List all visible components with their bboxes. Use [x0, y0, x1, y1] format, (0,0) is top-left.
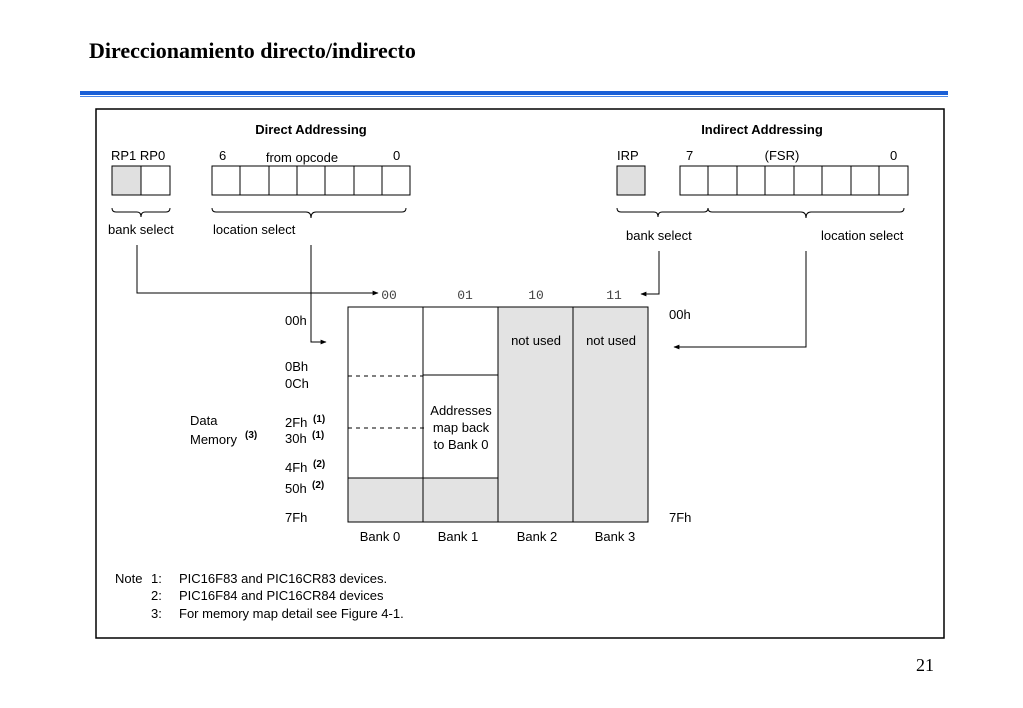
- title-rule-thin: [80, 96, 948, 97]
- note-3-num: 3:: [151, 606, 162, 621]
- indirect-bank-brace: [616, 207, 709, 218]
- addr-7Fh: 7Fh: [285, 510, 307, 525]
- addr-0Bh: 0Bh: [285, 359, 308, 374]
- bank-name-2: Bank 2: [517, 529, 557, 544]
- note-3-text: For memory map detail see Figure 4-1.: [179, 606, 404, 621]
- indirect-bit-high: 7: [686, 148, 693, 163]
- bank2-not-used: not used: [511, 333, 561, 348]
- bank-code-10: 10: [528, 288, 544, 303]
- bank-name-3: Bank 3: [595, 529, 635, 544]
- note-mark-4Fh: (2): [313, 459, 325, 470]
- addr-30h: 30h: [285, 431, 307, 446]
- indirect-bank-arrow: [640, 251, 660, 297]
- indirect-location-brace: [707, 207, 905, 219]
- title-rule: [80, 91, 948, 95]
- bank-code-00: 00: [381, 288, 397, 303]
- note-mark-data-memory: (3): [245, 430, 257, 441]
- addr-50h: 50h: [285, 481, 307, 496]
- indirect-location-arrow: [673, 251, 807, 350]
- location-select-brace: [211, 207, 407, 219]
- direct-location-arrow: [310, 245, 327, 345]
- fsr-register: [679, 165, 909, 196]
- map-back-line-1: Addresses: [430, 403, 492, 418]
- map-back-line-3: to Bank 0: [434, 437, 489, 452]
- indirect-bank-select: bank select: [626, 228, 692, 243]
- direct-bank-select: bank select: [108, 222, 174, 237]
- note-prefix: Note: [115, 571, 142, 586]
- direct-bank-arrow: [136, 245, 379, 296]
- addr-0Ch: 0Ch: [285, 376, 309, 391]
- slide-number: 21: [916, 655, 934, 675]
- figure-frame: [95, 108, 945, 639]
- indirect-heading: Indirect Addressing: [701, 122, 823, 137]
- note-mark-30h: (1): [312, 430, 324, 441]
- addr-right-7Fh: 7Fh: [669, 510, 691, 525]
- bank-code-01: 01: [457, 288, 473, 303]
- memory-map: [347, 306, 649, 523]
- bank-name-0: Bank 0: [360, 529, 400, 544]
- data-memory-line-2: Memory: [190, 432, 237, 447]
- map-back-label-bg: [425, 402, 496, 454]
- note-1-text: PIC16F83 and PIC16CR83 devices.: [179, 571, 387, 586]
- direct-bit-low: 0: [393, 148, 400, 163]
- note-1-num: 1:: [151, 571, 162, 586]
- direct-bit-high: 6: [219, 148, 226, 163]
- bank3-not-used: not used: [586, 333, 636, 348]
- slide-title: Direccionamiento directo/indirecto: [89, 38, 416, 63]
- opcode-register: [211, 165, 411, 196]
- direct-location-select: location select: [213, 222, 296, 237]
- addr-00h: 00h: [285, 313, 307, 328]
- bank-code-11: 11: [606, 288, 622, 303]
- bank-select-brace: [111, 207, 171, 218]
- addr-right-00h: 00h: [669, 307, 691, 322]
- direct-heading: Direct Addressing: [255, 122, 367, 137]
- note-mark-50h: (2): [312, 480, 324, 491]
- irp-register: [616, 165, 646, 196]
- addr-4Fh: 4Fh: [285, 460, 307, 475]
- note-2-num: 2:: [151, 588, 162, 603]
- rp-register: [111, 165, 171, 196]
- irp-label: IRP: [617, 148, 639, 163]
- addr-2Fh: 2Fh: [285, 415, 307, 430]
- rp-label: RP1 RP0: [111, 148, 165, 163]
- map-back-line-2: map back: [433, 420, 490, 435]
- bank-name-1: Bank 1: [438, 529, 478, 544]
- fsr-label: (FSR): [765, 148, 800, 163]
- indirect-bit-low: 0: [890, 148, 897, 163]
- indirect-location-select: location select: [821, 228, 904, 243]
- note-mark-2Fh: (1): [313, 414, 325, 425]
- data-memory-line-1: Data: [190, 413, 218, 428]
- note-2-text: PIC16F84 and PIC16CR84 devices: [179, 588, 384, 603]
- opcode-label: from opcode: [266, 150, 338, 165]
